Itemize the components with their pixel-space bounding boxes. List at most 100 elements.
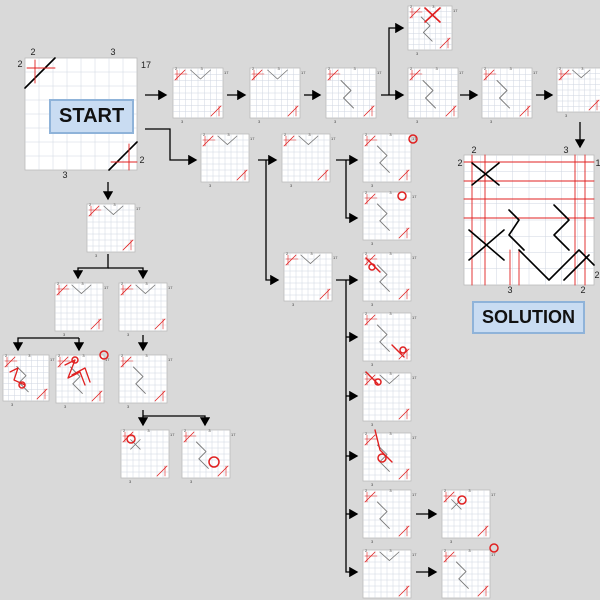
mini-clue: 3 [565, 113, 568, 118]
mini-clue: 3 [308, 132, 311, 137]
clue-number: 2 [471, 145, 476, 155]
clue-number: 2 [580, 285, 585, 295]
arrow-icon [265, 160, 280, 286]
corner-mirror [210, 105, 222, 117]
corner-mirror [398, 348, 410, 360]
mini-clue: 2 [89, 202, 92, 207]
clue-number: 2 [30, 47, 35, 57]
solution-label: SOLUTION [472, 301, 585, 334]
corner-mirror [398, 408, 410, 420]
path-segment [71, 284, 92, 294]
mini-clue: 3 [468, 488, 471, 493]
path-segment [376, 501, 390, 529]
clue-number: 2 [594, 270, 599, 280]
mini-clue: 17 [412, 375, 417, 380]
mini-clue: 2 [286, 251, 289, 256]
mini-clue: 2 [365, 311, 368, 316]
path-segment [135, 284, 156, 294]
branch-b-state-2 [362, 312, 412, 362]
mini-clue: 2 [410, 66, 413, 71]
contradiction-circle-icon [489, 543, 499, 553]
corner-mirror [558, 69, 570, 81]
mini-clue: 2 [559, 66, 562, 71]
mistake-line [374, 429, 393, 463]
mini-clue: 3 [389, 431, 392, 436]
mini-clue: 3 [389, 251, 392, 256]
corner-mirror [398, 468, 410, 480]
mini-clue: 3 [389, 132, 392, 137]
contradiction-circle-icon [397, 191, 407, 201]
mini-clue: 3 [371, 302, 374, 307]
path-segment [379, 374, 400, 384]
mini-clue: 3 [354, 66, 357, 71]
arrow-icon [72, 254, 109, 280]
solution-board [463, 154, 595, 286]
mini-clue: 17 [412, 315, 417, 320]
corner-mirror [398, 288, 410, 300]
mini-clue: 17 [412, 255, 417, 260]
second-row-state-1 [200, 133, 250, 183]
path-segment [572, 69, 591, 79]
corner-mirror [398, 525, 410, 537]
contradiction-circle-icon [126, 434, 136, 444]
mini-clue: 3 [389, 548, 392, 553]
left-tree-state-3 [2, 354, 50, 402]
mini-clue: 3 [416, 119, 419, 124]
mini-clue: 17 [412, 492, 417, 497]
mini-clue: 2 [5, 353, 8, 358]
mini-clue: 3 [147, 428, 150, 433]
corner-mirror [364, 551, 376, 563]
corner-mirror [477, 585, 489, 597]
mini-clue: 3 [389, 311, 392, 316]
corner-mirror [251, 69, 263, 81]
branch-a-state-1 [362, 133, 412, 183]
branch-b-state-1 [362, 252, 412, 302]
mini-clue: 2 [365, 371, 368, 376]
mini-clue: 17 [50, 357, 55, 362]
contradiction-circle-icon [71, 356, 79, 364]
mini-clue: 2 [252, 66, 255, 71]
path-segment [455, 561, 469, 589]
corner-mirror [36, 388, 48, 400]
mini-clue: 3 [371, 422, 374, 427]
corner-mirror [364, 434, 376, 446]
branch-b-state-3 [362, 372, 412, 422]
top-row-state-1 [172, 67, 224, 119]
mini-clue: 2 [365, 488, 368, 493]
corner-mirror [398, 585, 410, 597]
corner-mirror [91, 390, 103, 402]
mini-clue: 17 [412, 552, 417, 557]
mini-clue: 17 [459, 70, 464, 75]
mini-clue: 2 [58, 353, 61, 358]
corner-mirror [319, 288, 331, 300]
mini-clue: 2 [121, 353, 124, 358]
top-row-state-6 [556, 67, 600, 113]
corner-mirror [398, 169, 410, 181]
mini-clue: 2 [175, 66, 178, 71]
mini-clue: 2 [365, 190, 368, 195]
path-segment [195, 441, 209, 469]
mini-clue: 3 [127, 332, 130, 337]
mini-clue: 2 [410, 4, 413, 9]
mini-clue: 2 [284, 132, 287, 137]
arrow-icon [142, 410, 211, 427]
path-segment [298, 135, 319, 145]
mini-clue: 3 [371, 362, 374, 367]
corner-mirror [120, 284, 132, 296]
mirror-segment [130, 439, 141, 450]
mini-clue: 17 [104, 285, 109, 290]
mini-clue: 2 [365, 251, 368, 256]
mini-clue: 3 [450, 539, 453, 544]
corner-mirror [120, 356, 132, 368]
corner-mirror [122, 239, 134, 251]
mistake-line [365, 371, 379, 385]
solution-path [553, 204, 570, 251]
mini-clue: 3 [292, 302, 295, 307]
arrow-icon [345, 160, 359, 224]
mini-clue: 2 [203, 132, 206, 137]
corner-mirror [156, 465, 168, 477]
corner-mirror [364, 314, 376, 326]
corner-mirror [236, 169, 248, 181]
corner-mirror [88, 205, 100, 217]
